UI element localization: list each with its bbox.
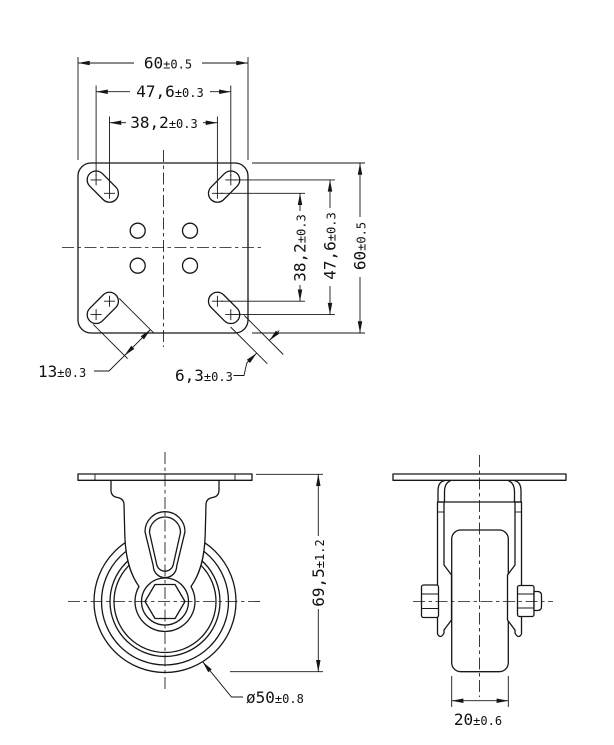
side-view: 20±0.6 <box>392 455 567 729</box>
bracket-shoulder-left-inner <box>443 479 452 503</box>
wheel-side <box>451 529 509 673</box>
dim-overall-height: 69,5±1.2 <box>230 473 328 673</box>
bracket-shoulder-right-inner <box>507 479 516 503</box>
svg-text:60±0.5: 60±0.5 <box>144 54 192 73</box>
svg-text:13±0.3: 13±0.3 <box>38 362 86 381</box>
dim-bolt-span-outer-h: 47,6±0.3 <box>95 82 232 176</box>
svg-text:47,6±0.3: 47,6±0.3 <box>321 212 340 279</box>
svg-text:38,2±0.3: 38,2±0.3 <box>291 214 310 281</box>
slot-hole-top-right <box>207 170 241 203</box>
svg-text:69,5±1.2: 69,5±1.2 <box>309 539 328 606</box>
dim-bolt-span-inner-h: 38,2±0.3 <box>109 113 218 189</box>
dim-slot-length: 13±0.3 <box>38 298 154 381</box>
svg-text:60±0.5: 60±0.5 <box>351 222 370 270</box>
bolt-hole <box>181 222 199 239</box>
front-view: 69,5±1.2 ø50±0.8 <box>68 452 328 707</box>
slot-hole-bottom-left <box>86 291 120 325</box>
dim-plate-height-right: 60±0.5 <box>252 162 370 334</box>
svg-text:6,3±0.3: 6,3±0.3 <box>175 366 233 385</box>
axle-end-cap <box>533 590 543 612</box>
svg-text:20±0.6: 20±0.6 <box>454 710 502 729</box>
svg-text:47,6±0.3: 47,6±0.3 <box>136 82 203 101</box>
dim-wheel-width: 20±0.6 <box>451 676 509 729</box>
fork-leg-left <box>436 501 453 638</box>
svg-text:38,2±0.3: 38,2±0.3 <box>130 113 197 132</box>
mounting-plate-outline <box>77 162 249 334</box>
dim-slot-width: 6,3±0.3 <box>175 315 284 385</box>
bolt-hole <box>129 222 146 239</box>
top-view: 60±0.5 47,6±0.3 38,2±0.3 38,2±0.3 <box>38 53 370 385</box>
fork-cutout-inner <box>148 516 182 572</box>
slot-hole-top-left <box>86 170 120 203</box>
dim-bolt-span-outer-v: 47,6±0.3 <box>234 179 340 316</box>
hex-nut-side-right <box>516 584 543 618</box>
slot-hole-bottom-right <box>207 291 241 325</box>
dim-wheel-diameter: ø50±0.8 <box>202 661 304 707</box>
dim-bolt-span-inner-v: 38,2±0.3 <box>221 192 310 302</box>
bolt-hole <box>181 257 199 274</box>
dim-plate-width-top: 60±0.5 <box>77 53 249 160</box>
svg-text:ø50±0.8: ø50±0.8 <box>246 688 304 707</box>
bolt-hole <box>129 257 146 274</box>
